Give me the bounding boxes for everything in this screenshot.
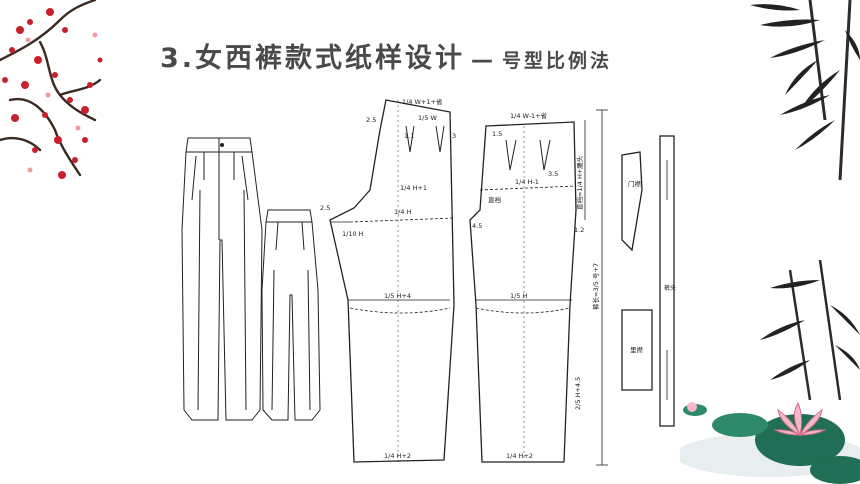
label-front-waist: 1/4 W+1+省	[402, 97, 443, 106]
label-front-crotch: 1/10 H	[342, 230, 364, 238]
label-back-crotch-mark: 直裆	[488, 195, 502, 204]
label-front-h: 1/4 H	[394, 208, 412, 216]
label-back-waist: 1/4 W-1+省	[510, 111, 548, 120]
label-back-hip-line: 1/4 H-1	[515, 178, 539, 186]
label-num-25: 2.5	[320, 204, 330, 212]
label-rise-length: 直裆=1/4 H+腰头	[575, 155, 584, 210]
label-front-dart: 1/5 W	[418, 114, 438, 122]
trouser-sketch-front	[181, 137, 263, 421]
fly-piece	[621, 151, 643, 252]
label-fly: 门襟	[628, 179, 642, 188]
bamboo-decoration-bottom	[760, 260, 860, 400]
label-placket: 里襟	[630, 345, 644, 354]
label-side-length: 裤长=3/5 号+7	[591, 263, 600, 310]
label-num-12: 1.2	[574, 226, 584, 234]
label-front-hip-line: 1/4 H+1	[400, 184, 427, 192]
title-dash: —	[471, 48, 497, 73]
title-sub: 号型比例法	[502, 50, 613, 72]
label-back-knee: 1/5 H	[510, 292, 528, 300]
back-pattern-piece	[469, 121, 577, 463]
label-side-inseam: 2/5 H+4.5	[574, 377, 582, 410]
label-num-3: 3	[452, 132, 456, 140]
slide-title: 3.女西裤款式纸样设计 — 号型比例法	[160, 36, 613, 74]
plum-blossom-decoration	[0, 0, 103, 179]
label-back-hem: 1/4 H+2	[506, 452, 533, 460]
lotus-decoration	[680, 401, 860, 484]
waistband-piece	[659, 135, 675, 427]
label-num-35: 3.5	[548, 170, 558, 178]
label-front-knee: 1/5 H+4	[384, 292, 411, 300]
label-front-hem: 1/4 H+2	[384, 452, 411, 460]
title-main: 3.女西裤款式纸样设计	[160, 43, 466, 74]
bamboo-decoration-top	[750, 0, 860, 180]
label-waistband: 裤头	[664, 284, 676, 292]
label-num-11: 1.1	[404, 132, 414, 140]
label-num-25b: 2.5	[366, 116, 376, 124]
label-num-45: 4.5	[472, 222, 482, 230]
pattern-drawing: 1/4 W+1+省 1/5 W 1/4 H+1 1/4 H 1/10 H 1/5…	[181, 97, 676, 466]
front-pattern-piece	[329, 99, 455, 463]
label-num-15: 1.5	[492, 130, 502, 138]
placket-piece	[621, 309, 653, 391]
trouser-sketch-back	[261, 209, 321, 421]
